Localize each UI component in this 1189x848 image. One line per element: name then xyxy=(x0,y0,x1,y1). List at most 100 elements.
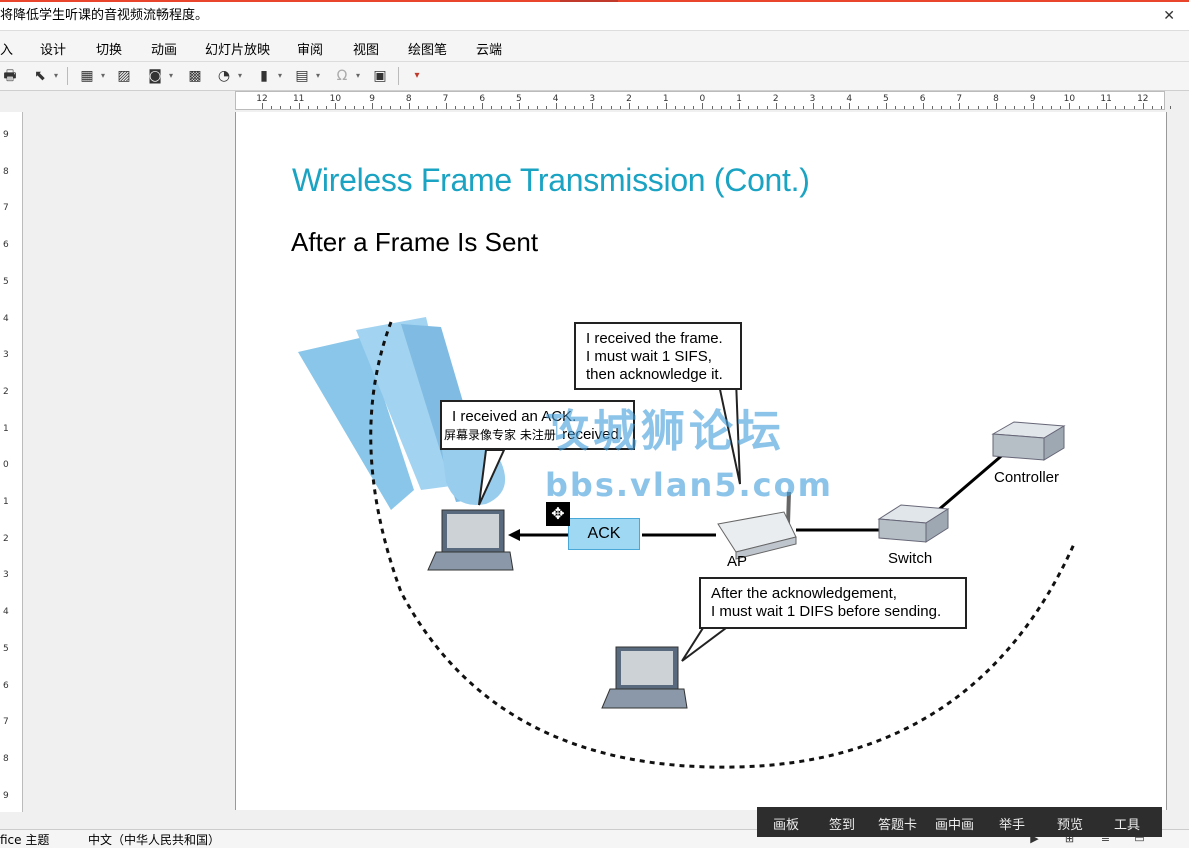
ruler-tick xyxy=(693,106,695,109)
grid-view-icon[interactable]: ⊞ xyxy=(1064,832,1075,845)
play-icon[interactable]: ▶ xyxy=(1030,832,1039,845)
ruler-tick xyxy=(564,106,566,109)
ruler-tick xyxy=(821,106,823,109)
ruler-tick xyxy=(610,106,612,109)
gallery-icon[interactable]: ▩ xyxy=(188,68,202,84)
ruler-tick-label: 9 xyxy=(3,790,9,801)
ruler-tick xyxy=(766,106,768,109)
ruler-tick xyxy=(1142,103,1144,109)
watermark-url: bbs.vlan5.com xyxy=(545,466,833,504)
menu-drawing-pen[interactable]: 绘图笔 xyxy=(408,43,448,58)
menu-slideshow[interactable]: 幻灯片放映 xyxy=(205,43,271,58)
ruler-tick-label: 1 xyxy=(662,94,669,104)
menu-view[interactable]: 视图 xyxy=(353,43,380,58)
ruler-tick-label: 0 xyxy=(3,460,9,471)
menu-review[interactable]: 审阅 xyxy=(297,43,324,58)
ruler-tick xyxy=(1151,106,1153,109)
ruler-tick xyxy=(895,106,897,109)
ruler-tick xyxy=(1115,106,1117,109)
ruler-tick xyxy=(1106,103,1108,109)
menu-insert[interactable]: 入 xyxy=(0,43,14,58)
image-icon[interactable]: ▨ xyxy=(117,68,131,84)
ruler-tick-label: 9 xyxy=(3,130,9,140)
ruler-tick-label: 6 xyxy=(3,240,9,251)
ruler-tick-label: 7 xyxy=(3,203,9,214)
chart-icon[interactable]: ▮▾ xyxy=(260,68,282,84)
textbox-icon[interactable]: ▤▾ xyxy=(295,68,320,84)
window-top-accent xyxy=(0,0,1189,2)
ruler-tick xyxy=(390,106,392,109)
move-cursor-icon: ✥ xyxy=(546,502,570,526)
outline-view-icon[interactable]: ≡ xyxy=(1100,832,1111,845)
ruler-tick xyxy=(555,103,557,109)
notice-bar: 将降低学生听课的音视频流畅程度。 ✕ xyxy=(0,2,1189,31)
ruler-tick xyxy=(317,106,319,109)
ruler-tick-label: 1 xyxy=(3,423,9,434)
checkin-button[interactable]: 签到 xyxy=(829,818,856,833)
ruler-tick-label: 11 xyxy=(1100,94,1112,104)
notes-view-icon[interactable]: ▭ xyxy=(1134,832,1145,845)
menu-design[interactable]: 设计 xyxy=(40,43,67,58)
close-icon[interactable]: ✕ xyxy=(1163,8,1175,24)
ruler-tick xyxy=(592,103,594,109)
tools-button[interactable]: 工具 xyxy=(1114,818,1141,833)
ruler-tick-label: 1 xyxy=(3,497,9,507)
ruler-tick-label: 5 xyxy=(3,276,9,287)
controller-icon xyxy=(991,421,1066,461)
ruler-tick xyxy=(674,106,676,109)
ack-box[interactable]: ACK xyxy=(568,518,640,550)
media-icon[interactable]: ▣ xyxy=(373,68,387,84)
callout-other-client[interactable]: After the acknowledgement, I must wait 1… xyxy=(699,577,967,629)
ruler-tick xyxy=(500,106,502,109)
ruler-tick-label: 2 xyxy=(626,94,632,104)
ruler-tick xyxy=(518,103,520,109)
menu-animations[interactable]: 动画 xyxy=(151,43,178,58)
answer-card-button[interactable]: 答题卡 xyxy=(878,818,918,833)
whiteboard-button[interactable]: 画板 xyxy=(773,818,800,833)
ruler-tick-label: 5 xyxy=(883,94,889,104)
shapes-icon[interactable]: ◔▾ xyxy=(217,68,242,84)
slide-canvas[interactable]: Wireless Frame Transmission (Cont.) Afte… xyxy=(235,112,1167,810)
coverage-arc xyxy=(369,321,1076,769)
ruler-tick xyxy=(638,106,640,109)
ruler-tick xyxy=(473,106,475,109)
print-icon[interactable]: 🖶 xyxy=(3,68,17,84)
ruler-tick-label: 8 xyxy=(3,166,9,177)
ruler-tick-label: 6 xyxy=(919,94,926,104)
pip-button[interactable]: 画中画 xyxy=(935,818,975,833)
ruler-tick xyxy=(1096,106,1098,109)
symbol-icon[interactable]: Ω▾ xyxy=(336,68,360,84)
ruler-tick xyxy=(812,103,814,109)
ruler-tick xyxy=(977,106,979,109)
table-icon[interactable]: ▦▾ xyxy=(80,68,105,84)
ruler-tick-label: 10 xyxy=(329,94,342,104)
raise-hand-button[interactable]: 举手 xyxy=(999,818,1026,833)
slide-subtitle[interactable]: After a Frame Is Sent xyxy=(291,227,539,257)
ruler-tick xyxy=(1078,106,1080,109)
laptop-icon xyxy=(601,646,688,709)
ruler-tick xyxy=(904,106,906,109)
callout-ap[interactable]: I received the frame. I must wait 1 SIFS… xyxy=(574,322,742,390)
language-status[interactable]: 中文（中华人民共和国） xyxy=(88,833,221,847)
recorder-watermark: 屏幕录像专家 未注册 xyxy=(444,426,556,443)
menu-transitions[interactable]: 切换 xyxy=(96,43,123,58)
camera-icon[interactable]: ◙▾ xyxy=(148,68,173,84)
ruler-tick-label: 2 xyxy=(3,533,9,544)
ruler-tick-label: 3 xyxy=(3,570,9,581)
more-icon[interactable]: ▾ xyxy=(414,70,420,81)
ruler-tick xyxy=(1032,103,1034,109)
pointer-icon[interactable]: ⬉▾ xyxy=(34,68,58,84)
slide-title[interactable]: Wireless Frame Transmission (Cont.) xyxy=(292,162,810,198)
menu-cloud[interactable]: 云端 xyxy=(476,43,503,58)
ruler-tick xyxy=(684,106,686,109)
ruler-tick xyxy=(794,106,796,109)
ruler-tick-label: 8 xyxy=(993,94,999,104)
ruler-tick xyxy=(326,106,328,109)
preview-button[interactable]: 预览 xyxy=(1057,818,1084,833)
ruler-tick xyxy=(996,103,997,109)
ruler-tick xyxy=(1023,106,1025,109)
ruler-tick xyxy=(298,103,300,109)
toolbar: 🖶 ⬉▾ ▦▾ ▨ ◙▾ ▩ ◔▾ ▮▾ ▤▾ Ω▾ ▣ ▾ xyxy=(0,62,1189,91)
